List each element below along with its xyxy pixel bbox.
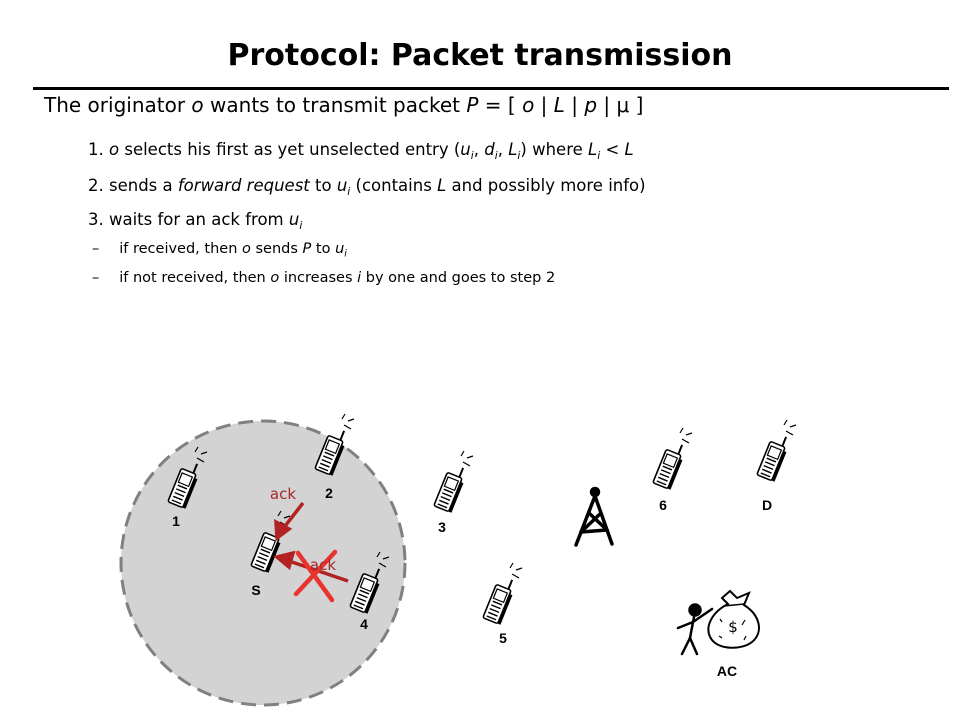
step-1: 1. o selects his first as yet unselected… [88,140,634,162]
step-text: (contains [350,176,438,195]
ack-arrows [273,501,349,583]
intro-L: L [553,93,565,117]
failure-cross-icon [293,549,338,603]
step-L: L [588,140,598,159]
mobile-phone-icon [432,450,474,514]
intro-o: o [191,93,204,117]
step-sub: i [470,148,474,162]
step-text: 2. sends a [88,176,178,195]
node-label-5: 5 [499,630,507,646]
sub-text: if not received, then [119,270,271,286]
step-sub: i [597,148,601,162]
sub-P: P [302,241,312,257]
sub-u: u [335,241,345,257]
intro-text: The originator [44,93,192,117]
sub-text: sends [250,241,303,257]
step-u: u [336,176,348,195]
person-icon [676,603,714,656]
node-label-s: S [251,582,260,598]
node-label-3: 3 [438,519,446,535]
step-L: L [437,176,447,195]
step-text: 3. waits for an ack from [88,210,289,229]
step-sub: i [494,148,498,162]
intro-p: p [584,93,598,117]
sub-o: o [270,270,280,286]
sub-o: o [242,241,251,257]
arrow-head [273,550,296,571]
step-u: u [288,210,300,229]
sub-dash: – [92,270,100,286]
intro-mu: μ [616,93,630,117]
sub-text: increases [279,270,358,286]
step-sub: i [517,148,521,162]
intro-sep: | [564,93,585,117]
step-text: , [473,140,485,159]
step-text: to [309,176,337,195]
intro-text: ] [629,93,644,117]
sub-text: by one and goes to step 2 [361,270,556,286]
node-label-2: 2 [325,485,333,501]
intro-sep: | [597,93,617,117]
intro-text: wants to transmit packet [203,93,467,117]
node-label-ac: AC [717,663,737,679]
intro-text: = [ [478,93,523,117]
step-d: d [484,140,495,159]
step-text: , [497,140,509,159]
sub-text: to [311,241,336,257]
ack-label: ack [310,556,336,574]
node-label-1: 1 [172,513,180,529]
step-num: 1. [88,140,109,159]
sub-i: i [357,270,362,286]
step-2: 2. sends a forward request to ui (contai… [88,176,646,198]
node-label-d: D [762,497,772,513]
intro-sep: | [534,93,554,117]
sub-dash: – [92,241,100,257]
step-text: < [600,140,625,159]
bag-symbol: $ [728,618,738,636]
mobile-phone-icon [755,419,797,483]
intro-o: o [522,93,535,117]
step-L: L [624,140,634,159]
sub-sub: i [344,248,347,260]
intro-line: The originator o wants to transmit packe… [44,93,643,117]
sub-text: if received, then [119,241,242,257]
intro-P: P [466,93,479,117]
step-u: u [460,140,471,159]
step-3: 3. waits for an ack from ui [88,210,302,232]
step-sub: i [347,184,351,198]
antenna-tower-icon [574,486,614,547]
sub-step-1: – if received, then o sends P to ui [92,241,347,259]
node-label-4: 4 [360,616,368,632]
step-text: ) where [520,140,589,159]
ack-label: ack [270,485,296,503]
step-forward-request: forward request [177,176,310,195]
mobile-phone-icon [481,562,523,626]
slide-title: Protocol: Packet transmission [227,38,733,73]
arrow-head [274,518,293,542]
step-text: and possibly more info) [446,176,646,195]
title-underline [33,87,949,90]
step-sub: i [299,218,303,232]
mobile-phone-icon [651,427,693,491]
sub-step-2: – if not received, then o increases i by … [92,270,555,286]
step-text: selects his first as yet unselected entr… [119,140,461,159]
step-o: o [109,140,120,159]
node-label-6: 6 [659,497,667,513]
step-L: L [508,140,518,159]
money-bag-icon: $ [707,589,760,649]
